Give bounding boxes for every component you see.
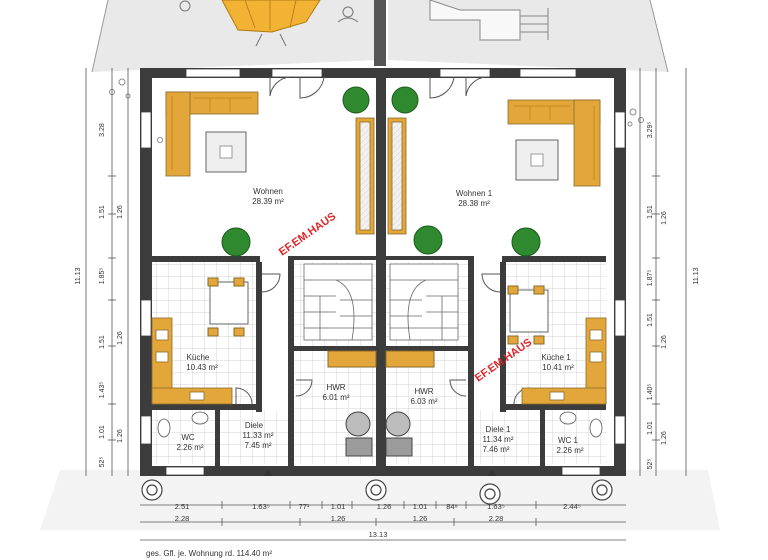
dim-bottom-4: 1.26 — [377, 502, 392, 511]
dim-left-6: 1.43⁵ — [99, 382, 106, 399]
plant-icons — [221, 86, 541, 257]
kitchen-left — [151, 317, 233, 405]
dim-left-total: 11.13 — [75, 267, 82, 284]
dim-right-2: 1.26 — [661, 211, 668, 225]
room-wc-area: 2.26 m² — [176, 443, 203, 452]
dim-right-8: 1.26 — [661, 431, 668, 445]
dim-right-3: 1.87⁵ — [647, 270, 654, 287]
dim-right-7: 1.01 — [647, 421, 654, 435]
dim-bottom-7: 1.63⁵ — [487, 502, 505, 511]
staircase-left — [303, 263, 373, 341]
dining-table-right — [507, 285, 549, 345]
dim-right-0: 3.29⁵ — [647, 122, 654, 139]
dim-right-5: 1.26 — [661, 335, 668, 349]
dim-right-9: 52⁵ — [647, 459, 654, 470]
coffee-table-right-top — [530, 153, 544, 167]
dim-right-6: 1.40⁵ — [647, 384, 654, 401]
dim-bottom-2: 77¹ — [299, 502, 310, 511]
exterior-bollards — [141, 479, 613, 505]
room-kueche1-name: Küche 1 — [541, 353, 571, 362]
room-wohnen1-name: Wohnen 1 — [456, 189, 493, 198]
room-hwr-right-area: 6.03 m² — [410, 397, 437, 406]
dim-bottom-row2-2: 1.26 — [413, 514, 428, 523]
dim-bottom-total: 13.13 — [369, 530, 388, 539]
room-hwr-left-name: HWR — [326, 383, 345, 392]
dim-right-4: 1.51 — [647, 313, 654, 327]
hwr-appliances — [327, 350, 435, 457]
dim-bottom-3: 1.01 — [331, 502, 346, 511]
dim-left-3: 1.85⁵ — [99, 268, 106, 285]
left-dimension-labels: 3.28 1.51 1.26 1.85⁵ 1.51 1.26 1.43⁵ 1.0… — [75, 123, 124, 467]
dim-bottom-8: 2.44⁵ — [563, 502, 581, 511]
sofa-left-icon — [165, 91, 259, 177]
kitchen-right — [521, 317, 607, 405]
room-labels: Wohnen 28.39 m² Wohnen 1 28.38 m² Küche … — [176, 187, 583, 455]
dim-bottom-row2-1: 1.26 — [331, 514, 346, 523]
room-diele1-area1: 11.34 m² — [483, 435, 514, 444]
dim-left-4: 1.51 — [99, 335, 106, 349]
watermark-1: EF.EM.HAUS — [277, 210, 338, 258]
wc-fixtures — [157, 411, 603, 438]
dim-right-1: 1.51 — [647, 205, 654, 219]
dim-right-total: 11.13 — [693, 267, 700, 284]
room-diele-name: Diele — [245, 421, 264, 430]
dim-left-8: 1.26 — [117, 429, 124, 443]
dim-bottom-row2-3: 2.28 — [489, 514, 504, 523]
dim-bottom-6: 84⁸ — [446, 502, 458, 511]
terrace-steps — [429, 0, 549, 41]
room-wc-name: WC — [181, 433, 195, 442]
dimension-lines — [85, 68, 687, 541]
dim-left-0: 3.28 — [99, 123, 106, 137]
room-wohnen-name: Wohnen — [253, 187, 283, 196]
doors — [235, 76, 531, 405]
room-kueche-area: 10.43 m² — [186, 363, 218, 372]
room-wc1-name: WC 1 — [558, 436, 579, 445]
dimension-ticks — [108, 175, 660, 526]
dim-left-5: 1.26 — [117, 331, 124, 345]
room-kueche-name: Küche — [187, 353, 210, 362]
dim-bottom-row2-0: 2.28 — [175, 514, 190, 523]
room-diele-area2: 7.45 m² — [244, 441, 271, 450]
room-kueche1-area: 10.41 m² — [542, 363, 574, 372]
room-hwr-left-area: 6.01 m² — [322, 393, 349, 402]
windows — [140, 68, 626, 476]
entrance-markers — [264, 470, 496, 476]
room-wohnen-area: 28.39 m² — [252, 197, 284, 206]
staircase-right — [389, 263, 459, 341]
dining-table-left — [207, 277, 249, 337]
footer-living-area: ges. Gfl. je. Wohnung rd. 114.40 m² — [146, 549, 272, 558]
room-wc1-area: 2.26 m² — [556, 446, 583, 455]
room-diele-area1: 11.33 m² — [243, 431, 274, 440]
dim-left-1: 1.51 — [99, 205, 106, 219]
dim-left-2: 1.26 — [117, 205, 124, 219]
room-diele1-area2: 7.46 m² — [482, 445, 509, 454]
walls — [140, 68, 626, 476]
sofa-right-icon — [507, 99, 601, 187]
dim-left-7: 1.01 — [99, 425, 106, 439]
dim-bottom-0: 2.51 — [175, 502, 190, 511]
coffee-table-left-top — [219, 145, 233, 159]
room-diele1-name: Diele 1 — [486, 425, 511, 434]
room-wohnen1-area: 28.38 m² — [458, 199, 490, 208]
dim-bottom-5: 1.01 — [413, 502, 428, 511]
center-cabinets — [355, 117, 407, 235]
right-dimension-labels: 3.29⁵ 1.51 1.26 1.87⁵ 1.51 1.26 1.40⁵ 1.… — [647, 122, 700, 470]
dim-bottom-1: 1.63⁵ — [252, 502, 270, 511]
terrace-umbrella-icon — [179, 0, 359, 47]
dim-left-9: 52⁵ — [99, 457, 106, 468]
room-hwr-right-name: HWR — [414, 387, 433, 396]
bottom-dimension-labels: 2.51 1.63⁵ 77¹ 1.01 1.26 1.01 84⁸ 1.63⁵ … — [175, 502, 581, 539]
